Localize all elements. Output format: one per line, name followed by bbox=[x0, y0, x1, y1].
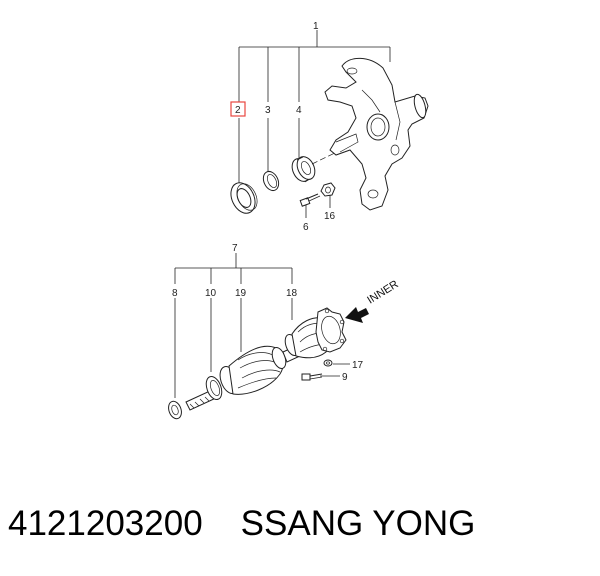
callout-7: 7 bbox=[232, 243, 238, 254]
outer-cv-boot-part-19 bbox=[219, 345, 287, 395]
snap-ring-part-8 bbox=[168, 400, 182, 420]
inner-direction-label: INNER bbox=[365, 278, 400, 306]
part-caption: 4121203200 SSANG YONG bbox=[8, 504, 475, 544]
bottom-leader-lines bbox=[174, 253, 350, 398]
brand-name: SSANG YONG bbox=[240, 504, 476, 543]
washer-part-17 bbox=[323, 359, 333, 367]
highlight-box bbox=[230, 101, 246, 117]
ring-part-10 bbox=[205, 375, 223, 401]
callout-1: 1 bbox=[313, 21, 319, 32]
callout-8: 8 bbox=[172, 288, 178, 299]
bolt-part-6 bbox=[299, 193, 321, 207]
callout-4: 4 bbox=[296, 105, 302, 116]
callout-9: 9 bbox=[342, 372, 348, 383]
seal-part bbox=[230, 182, 258, 214]
callout-10: 10 bbox=[205, 288, 217, 299]
callout-6: 6 bbox=[303, 222, 309, 233]
inner-direction-arrow bbox=[345, 307, 369, 323]
callout-19: 19 bbox=[235, 288, 247, 299]
bolt-part-9 bbox=[301, 373, 323, 381]
nut-part-16 bbox=[320, 182, 336, 197]
inner-flange-part bbox=[315, 307, 347, 353]
top-leader-lines bbox=[238, 30, 391, 218]
bearing-part bbox=[291, 156, 316, 183]
callout-16: 16 bbox=[324, 211, 336, 222]
steering-knuckle-part bbox=[324, 57, 429, 211]
callout-17: 17 bbox=[352, 360, 364, 371]
part-number: 4121203200 bbox=[8, 504, 203, 543]
callout-3: 3 bbox=[265, 105, 271, 116]
ring-part bbox=[262, 170, 280, 192]
callout-2: 2 bbox=[235, 105, 241, 116]
callout-18: 18 bbox=[286, 288, 298, 299]
